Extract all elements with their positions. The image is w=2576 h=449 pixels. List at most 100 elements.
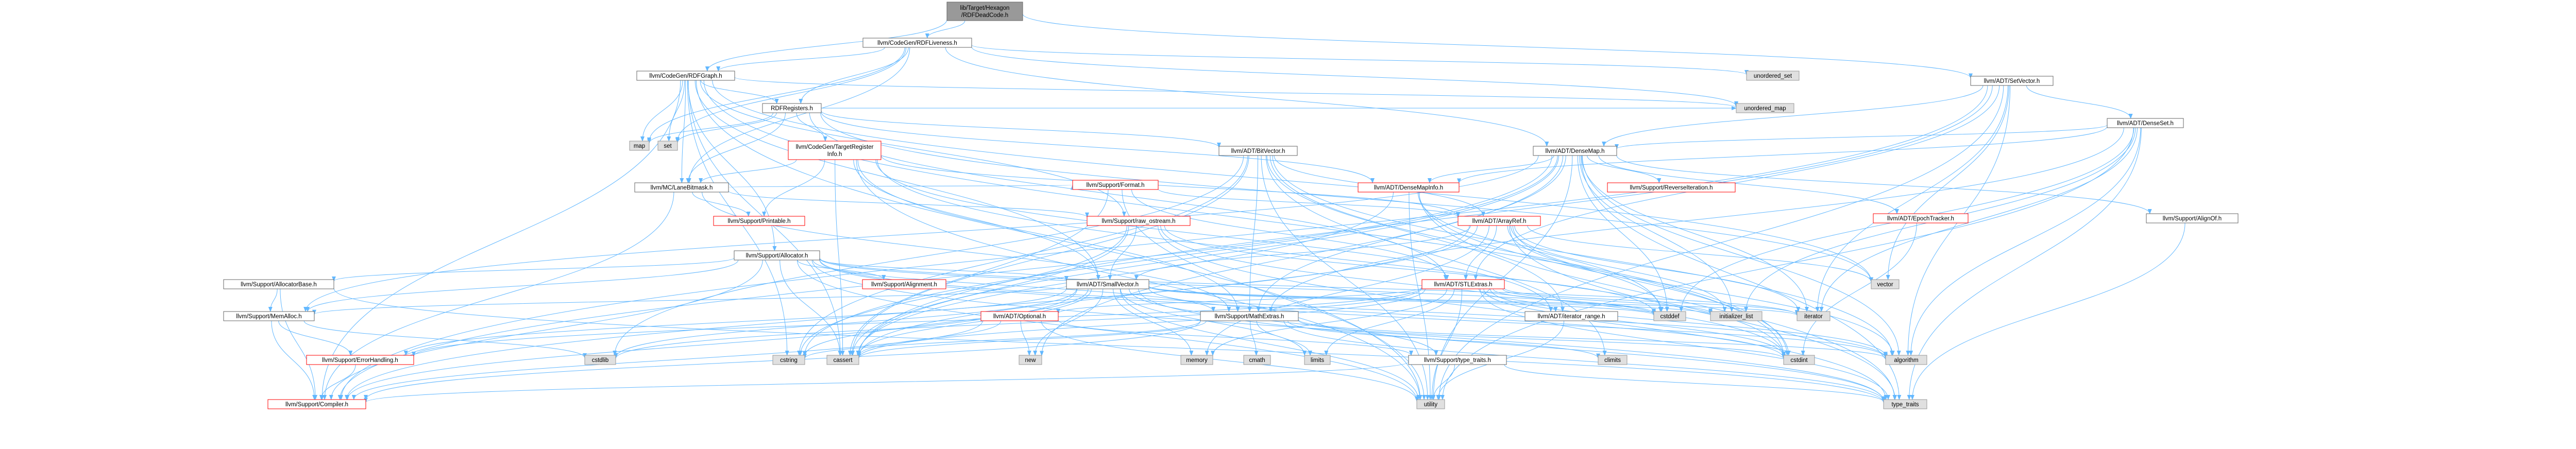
node-bitvector[interactable]: llvm/ADT/BitVector.h: [1218, 146, 1298, 156]
edge-stlextras-to-memory: [1211, 288, 1447, 356]
edge-smallvector-to-type_traits: [1138, 288, 1886, 402]
node-box: [267, 399, 366, 409]
edge-typetraitsh-to-type_traits: [1504, 364, 1886, 403]
node-mathextras[interactable]: llvm/Support/MathExtras.h: [1200, 311, 1299, 321]
node-cstring: cstring: [772, 355, 805, 365]
node-alignment[interactable]: llvm/Support/Alignment.h: [862, 279, 946, 289]
edge-optional-to-utility: [1041, 320, 1419, 402]
edge-mathextras-to-limits: [1256, 320, 1312, 356]
node-label: llvm/Support/Allocator.h: [746, 253, 808, 259]
node-compiler[interactable]: llvm/Support/Compiler.h: [267, 399, 366, 409]
node-label: cstdint: [1790, 357, 1808, 364]
node-initlist: initializer_list: [1710, 311, 1762, 321]
node-cstdint: cstdint: [1783, 355, 1815, 365]
edge-setvector-to-vector: [1886, 85, 2009, 280]
node-box: [1873, 213, 1969, 223]
node-typetraitsh[interactable]: llvm/Support/type_traits.h: [1408, 355, 1507, 365]
node-box: [1416, 399, 1445, 409]
node-setvector[interactable]: llvm/ADT/SetVector.h: [1970, 76, 2054, 86]
edge-lanebitmask-to-mathextras: [702, 192, 1231, 312]
node-label: llvm/Support/Printable.h: [727, 218, 790, 224]
node-allocatorbase[interactable]: llvm/Support/AllocatorBase.h: [223, 279, 334, 289]
edge-lanebitmask-to-printable: [692, 192, 751, 217]
node-cmath: cmath: [1243, 355, 1271, 365]
edge-mathextras-to-cstring: [803, 320, 1201, 359]
edge-stlextras-to-cstddef: [1493, 288, 1656, 315]
edge-setvector-to-iterator: [1815, 85, 2008, 312]
edge-smallvector-to-errorhandling: [403, 288, 1067, 356]
node-label: limits: [1311, 357, 1324, 364]
node-new: new: [1019, 355, 1042, 365]
node-label: algorithm: [1894, 357, 1918, 364]
edge-tri-to-arrayref: [880, 155, 1460, 217]
node-box: [1358, 182, 1460, 193]
edge-rdfliveness-to-set: [675, 47, 907, 143]
edge-rdfregisters-to-lanebitmask: [686, 112, 786, 183]
node-label: type_traits: [1891, 402, 1919, 408]
node-alignof[interactable]: llvm/Support/AlignOf.h: [2146, 213, 2239, 223]
node-densemapinfo[interactable]: llvm/ADT/DenseMapInfo.h: [1358, 182, 1460, 193]
edge-smallvector-to-limits: [1120, 288, 1307, 356]
node-box: [1019, 355, 1042, 365]
node-box: [734, 250, 820, 261]
edge-rdfgraph-to-set: [667, 80, 685, 142]
node-stlextras[interactable]: llvm/ADT/STLExtras.h: [1421, 279, 1505, 289]
edge-rdfliveness-to-lanebitmask: [687, 47, 910, 183]
edge-rdfregisters-to-map: [647, 112, 773, 144]
node-box: [1883, 399, 1927, 409]
node-label: cmath: [1249, 357, 1265, 364]
node-lanebitmask[interactable]: llvm/MC/LaneBitmask.h: [634, 182, 729, 193]
node-rdfregisters[interactable]: RDFRegisters.h: [762, 103, 822, 113]
edge-bitvector-to-cassert: [850, 155, 1249, 356]
edge-denseset-to-densemap: [1615, 125, 2108, 149]
node-label: llvm/Support/AllocatorBase.h: [241, 282, 317, 288]
node-reverseiter[interactable]: llvm/Support/ReverseIteration.h: [1607, 182, 1736, 193]
node-label: llvm/Support/Alignment.h: [871, 282, 937, 288]
edge-densemapinfo-to-cstddef: [1417, 192, 1663, 312]
edge-stlextras-to-iterrange: [1479, 288, 1558, 312]
node-label: llvm/CodeGen/RDFGraph.h: [649, 73, 722, 79]
node-densemap[interactable]: llvm/ADT/DenseMap.h: [1533, 146, 1617, 156]
node-optional[interactable]: llvm/ADT/Optional.h: [980, 311, 1059, 321]
edge-smallvector-to-cstddef: [1148, 286, 1656, 316]
node-epochtracker[interactable]: llvm/ADT/EpochTracker.h: [1873, 213, 1969, 223]
edge-rdfregisters-to-set: [675, 112, 777, 144]
node-memory: memory: [1180, 355, 1213, 365]
node-format[interactable]: llvm/Support/Format.h: [1072, 180, 1159, 190]
edge-rdfregisters-to-stlextras: [809, 112, 1448, 280]
node-errorhandling[interactable]: llvm/Support/ErrorHandling.h: [306, 355, 414, 365]
node-cassert: cassert: [826, 355, 859, 365]
node-denseset[interactable]: llvm/ADT/DenseSet.h: [2107, 118, 2184, 128]
edge-lanebitmask-to-rawostream: [728, 191, 1089, 218]
node-label: cstddef: [1660, 314, 1680, 320]
node-unordered_map: unordered_map: [1736, 103, 1794, 113]
node-printable[interactable]: llvm/Support/Printable.h: [713, 216, 805, 226]
node-label: initializer_list: [1719, 314, 1753, 320]
node-utility: utility: [1416, 399, 1445, 409]
node-set: set: [657, 141, 678, 151]
edge-arrayref-to-iterator: [1514, 225, 1801, 312]
node-smallvector[interactable]: llvm/ADT/SmallVector.h: [1066, 279, 1149, 289]
node-box: [1797, 311, 1831, 321]
node-iterrange[interactable]: llvm/ADT/iterator_range.h: [1524, 311, 1618, 321]
node-label: llvm/ADT/STLExtras.h: [1434, 282, 1492, 288]
node-memalloc[interactable]: llvm/Support/MemAlloc.h: [223, 311, 315, 321]
node-label: RDFRegisters.h: [771, 106, 813, 112]
edge-densemap-to-densemapinfo: [1427, 155, 1554, 183]
node-root[interactable]: lib/Target/Hexagon/RDFDeadCode.h: [946, 2, 1023, 21]
edge-denseset-to-densemapinfo: [1457, 126, 2108, 184]
edge-memalloc-to-cstdlib: [303, 320, 587, 358]
node-rdfliveness[interactable]: llvm/CodeGen/RDFLiveness.h: [862, 38, 972, 48]
edge-denseset-to-mathextras: [1268, 127, 2124, 312]
node-arrayref[interactable]: llvm/ADT/ArrayRef.h: [1458, 216, 1541, 226]
node-box: [1072, 180, 1159, 190]
edge-tri-to-iterrange: [875, 159, 1553, 312]
edge-densemap-to-algorithm: [1582, 155, 1901, 356]
node-rdfgraph[interactable]: llvm/CodeGen/RDFGraph.h: [636, 71, 735, 81]
node-allocator[interactable]: llvm/Support/Allocator.h: [734, 250, 820, 261]
edge-rdfgraph-to-rawostream: [700, 80, 1126, 217]
edge-stlextras-to-type_traits: [1480, 288, 1890, 400]
node-rawostream[interactable]: llvm/Support/raw_ostream.h: [1087, 216, 1191, 226]
